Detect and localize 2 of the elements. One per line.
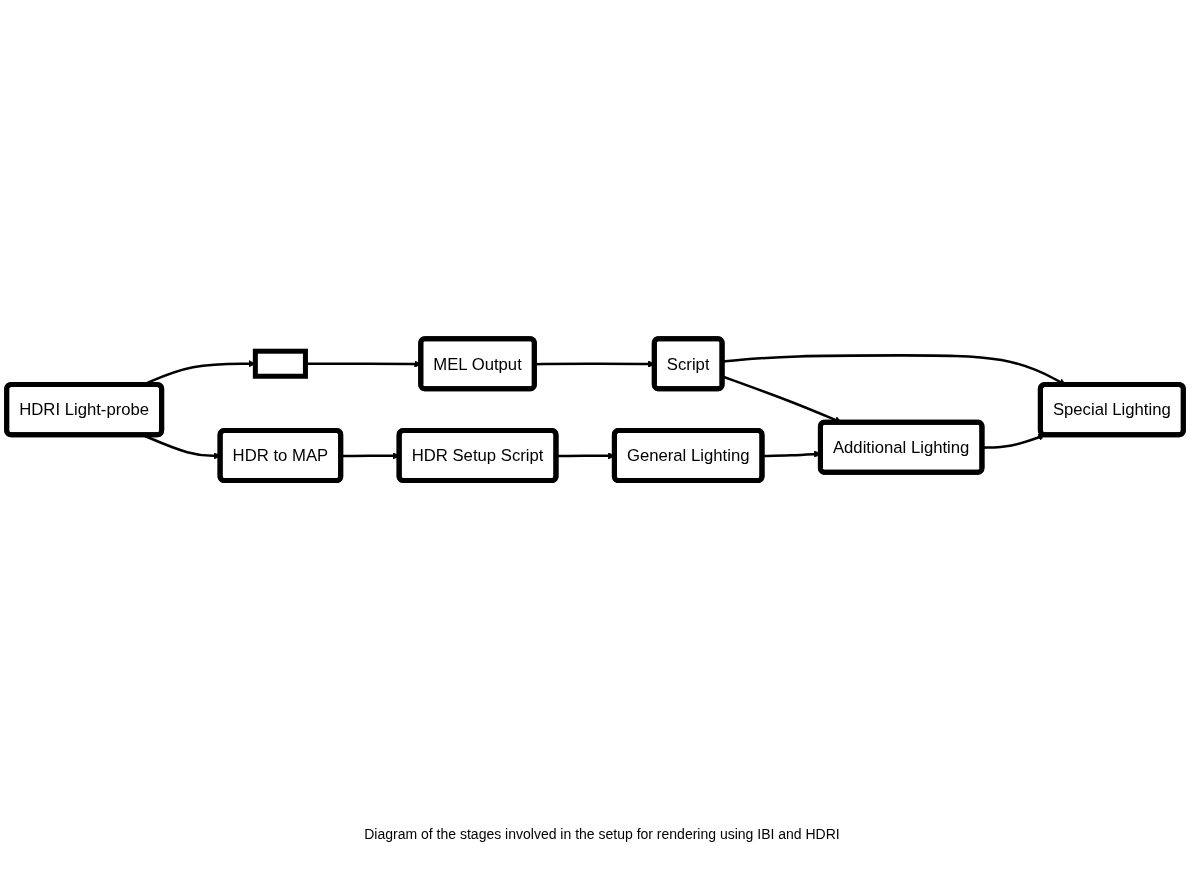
node-box bbox=[252, 349, 308, 380]
caption: Diagram of the stages involved in the setup for rendering using IBI and HDRI bbox=[363, 826, 841, 842]
